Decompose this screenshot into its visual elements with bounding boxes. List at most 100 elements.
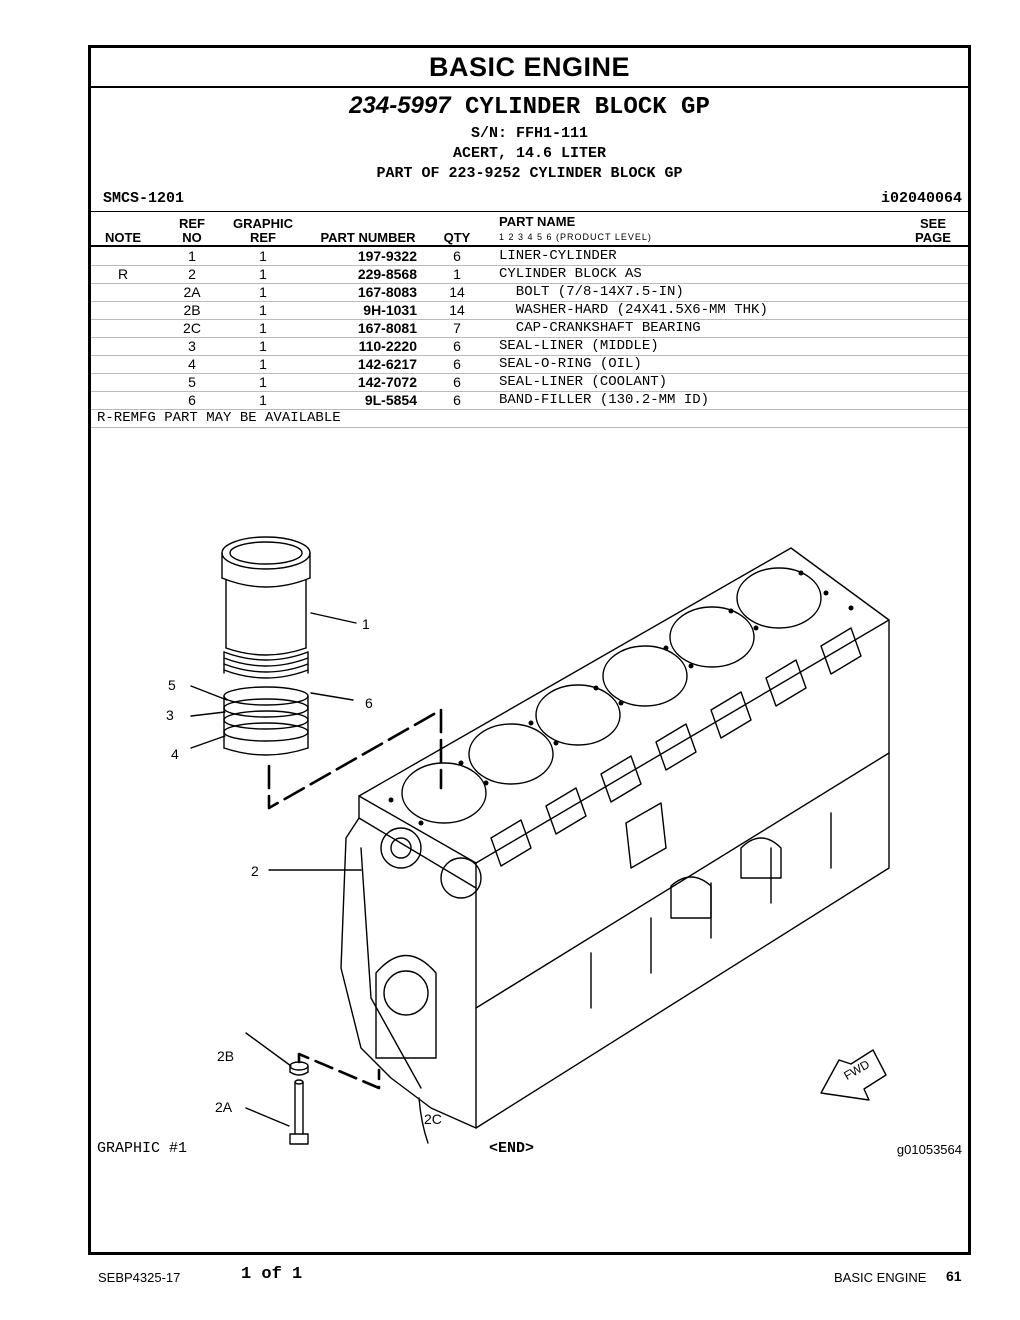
callout-3: 3 xyxy=(166,707,174,723)
footer-page-of: 1 of 1 xyxy=(241,1265,303,1284)
row-part-number[interactable]: 142-7072 xyxy=(357,374,417,390)
col-note: NOTE xyxy=(104,230,142,245)
callout-2c: 2C xyxy=(424,1111,442,1127)
remfg-rule xyxy=(91,427,968,428)
row-ref: 3 xyxy=(188,338,196,354)
row-graphic-ref: 1 xyxy=(259,392,267,408)
row-qty: 14 xyxy=(449,284,465,300)
callout-2: 2 xyxy=(251,863,259,879)
col-see-page-line2: PAGE xyxy=(915,230,951,245)
row-part-name: SEAL-LINER (COOLANT) xyxy=(499,374,668,390)
table-row[interactable]: 2C 1 167-8081 7 CAP-CRANKSHAFT BEARING xyxy=(91,319,968,338)
row-ref: 5 xyxy=(188,374,196,390)
group-name: CYLINDER BLOCK GP xyxy=(465,94,710,121)
graphic-label: GRAPHIC #1 xyxy=(97,1140,188,1157)
row-graphic-ref: 1 xyxy=(259,374,267,390)
serial-number: S/N: FFH1-111 xyxy=(470,125,589,142)
row-qty: 6 xyxy=(453,356,461,372)
illustration-id: i02040064 xyxy=(880,190,962,207)
product-level-header: 1 2 3 4 5 6 (PRODUCT LEVEL) xyxy=(499,232,652,242)
row-part-number[interactable]: 197-9322 xyxy=(357,248,417,264)
callout-2a: 2A xyxy=(215,1099,233,1115)
row-part-number[interactable]: 142-6217 xyxy=(357,356,417,372)
row-part-number[interactable]: 167-8083 xyxy=(357,284,417,300)
table-row[interactable]: R 2 1 229-8568 1 CYLINDER BLOCK AS xyxy=(91,265,968,284)
row-part-number[interactable]: 9L-5854 xyxy=(364,392,417,408)
col-ref-no: REF NO xyxy=(169,217,215,245)
callout-1: 1 xyxy=(362,616,370,632)
row-part-name: SEAL-LINER (MIDDLE) xyxy=(499,338,659,354)
col-qty: QTY xyxy=(443,230,471,245)
col-part-name: PART NAME xyxy=(499,214,576,229)
col-see-page-line1: SEE xyxy=(919,216,946,231)
footer-doc-id: SEBP4325-17 xyxy=(98,1270,181,1285)
forward-arrow-icon xyxy=(820,1049,887,1101)
end-marker: <END> xyxy=(489,1140,535,1157)
row-qty: 7 xyxy=(453,320,461,336)
row-part-name: CYLINDER BLOCK AS xyxy=(499,266,642,282)
row-graphic-ref: 1 xyxy=(259,320,267,336)
exploded-view-drawing xyxy=(190,536,890,1145)
smcs-code: SMCS-1201 xyxy=(103,190,185,207)
col-graphic-ref-line2: REF xyxy=(250,230,276,245)
col-graphic-ref-line1: GRAPHIC xyxy=(233,216,293,231)
row-qty: 6 xyxy=(453,248,461,264)
row-part-number[interactable]: 167-8081 xyxy=(357,320,417,336)
row-qty: 1 xyxy=(453,266,461,282)
col-graphic-ref: GRAPHIC REF xyxy=(227,217,299,245)
row-graphic-ref: 1 xyxy=(259,284,267,300)
col-see-page: SEE PAGE xyxy=(908,217,958,245)
footer-section: BASIC ENGINE xyxy=(834,1270,927,1285)
header-rule xyxy=(91,245,968,247)
row-part-name: BOLT (7/8-14X7.5-IN) xyxy=(499,284,684,300)
row-ref: 2A xyxy=(183,284,201,300)
callout-4: 4 xyxy=(171,746,179,762)
table-row[interactable]: 1 1 197-9322 6 LINER-CYLINDER xyxy=(91,247,968,266)
section-title: BASIC ENGINE xyxy=(91,48,968,88)
callout-2b: 2B xyxy=(217,1048,235,1064)
row-part-name: CAP-CRANKSHAFT BEARING xyxy=(499,320,701,336)
cylinder-liner-icon xyxy=(221,536,311,679)
cylinder-block-icon xyxy=(340,547,890,1129)
callout-6: 6 xyxy=(365,695,373,711)
part-of-line: PART OF 223-9252 CYLINDER BLOCK GP xyxy=(376,165,683,182)
row-note: R xyxy=(117,266,129,282)
row-part-number[interactable]: 229-8568 xyxy=(357,266,417,282)
col-part-number: PART NUMBER xyxy=(320,230,416,245)
table-row[interactable]: 2A 1 167-8083 14 BOLT (7/8-14X7.5-IN) xyxy=(91,283,968,302)
row-ref: 2C xyxy=(183,320,201,336)
bearing-cap-bolt-icon xyxy=(289,1079,309,1145)
table-row[interactable]: 4 1 142-6217 6 SEAL-O-RING (OIL) xyxy=(91,355,968,374)
bearing-cap-washer-icon xyxy=(289,1061,309,1076)
table-row[interactable]: 3 1 110-2220 6 SEAL-LINER (MIDDLE) xyxy=(91,337,968,356)
row-part-number[interactable]: 9H-1031 xyxy=(363,302,417,318)
row-graphic-ref: 1 xyxy=(259,248,267,264)
remfg-note: R-REMFG PART MAY BE AVAILABLE xyxy=(97,410,341,426)
page-frame: BASIC ENGINE 234-5997 CYLINDER BLOCK GP … xyxy=(88,45,971,1255)
engine-description: ACERT, 14.6 LITER xyxy=(452,145,607,162)
row-ref: 1 xyxy=(188,248,196,264)
row-part-name: BAND-FILLER (130.2-MM ID) xyxy=(499,392,710,408)
table-top-rule xyxy=(91,211,968,212)
row-part-name: SEAL-O-RING (OIL) xyxy=(499,356,642,372)
row-qty: 6 xyxy=(453,338,461,354)
row-qty: 6 xyxy=(453,374,461,390)
row-ref: 4 xyxy=(188,356,196,372)
row-graphic-ref: 1 xyxy=(259,302,267,318)
row-qty: 14 xyxy=(449,302,465,318)
group-part-number[interactable]: 234-5997 xyxy=(349,92,451,119)
table-row[interactable]: 6 1 9L-5854 6 BAND-FILLER (130.2-MM ID) xyxy=(91,391,968,410)
row-qty: 6 xyxy=(453,392,461,408)
row-graphic-ref: 1 xyxy=(259,338,267,354)
liner-seal-rings-icon xyxy=(223,686,309,756)
row-ref: 6 xyxy=(188,392,196,408)
row-graphic-ref: 1 xyxy=(259,266,267,282)
col-ref-no-line1: REF xyxy=(179,216,205,231)
graphic-number: g01053564 xyxy=(896,1142,962,1157)
row-part-number[interactable]: 110-2220 xyxy=(358,338,417,354)
footer-page-number: 61 xyxy=(946,1268,962,1284)
row-graphic-ref: 1 xyxy=(259,356,267,372)
table-row[interactable]: 5 1 142-7072 6 SEAL-LINER (COOLANT) xyxy=(91,373,968,392)
table-row[interactable]: 2B 1 9H-1031 14 WASHER-HARD (24X41.5X6-M… xyxy=(91,301,968,320)
group-heading: 234-5997 CYLINDER BLOCK GP xyxy=(91,92,968,121)
